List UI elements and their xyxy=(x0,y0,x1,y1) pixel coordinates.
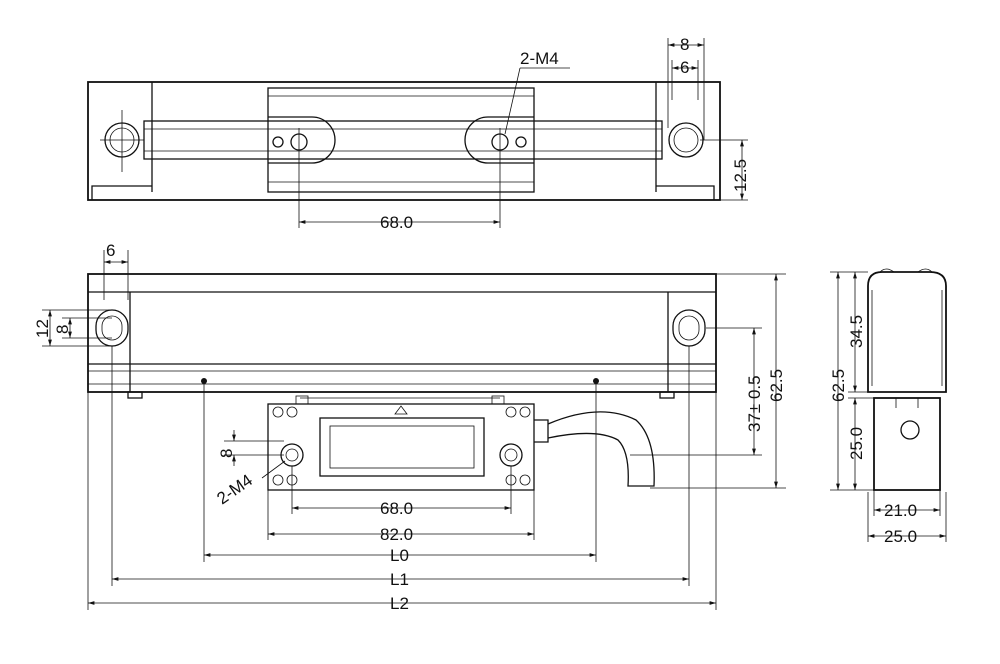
top-dim-outer-width: 8 xyxy=(680,35,689,54)
cable xyxy=(547,411,655,487)
front-dim-L0: L0 xyxy=(390,546,409,565)
top-dim-inner-width: 6 xyxy=(680,58,689,77)
side-dim-total-height: 62.5 xyxy=(829,369,848,402)
side-profile-upper xyxy=(867,271,947,393)
front-dim-end-width: 6 xyxy=(106,241,115,260)
front-dim-L2: L2 xyxy=(390,594,409,613)
top-dim-hole-spacing: 68.0 xyxy=(380,213,413,232)
reader-screws xyxy=(272,406,531,486)
top-thread-callout: 2-M4 xyxy=(520,49,559,68)
top-dim-height: 12.5 xyxy=(731,159,750,192)
side-dim-outer-width: 25.0 xyxy=(884,527,917,546)
reader-arrow-mark xyxy=(394,405,408,415)
front-dim-reader-length: 82.0 xyxy=(380,525,413,544)
slot-left xyxy=(268,116,336,164)
top-view-body xyxy=(87,81,721,201)
front-dim-reader-holes: 68.0 xyxy=(380,499,413,518)
side-dim-inner-width: 21.0 xyxy=(884,501,917,520)
front-dim-reader-hole-offset: 8 xyxy=(217,449,236,458)
end-slot-left xyxy=(95,309,129,347)
reader-head xyxy=(267,403,535,491)
front-dim-slot-outer: 12 xyxy=(33,319,52,338)
front-dim-slot-inner: 8 xyxy=(53,325,72,334)
top-view: 2-M4 68.0 8 6 12.5 xyxy=(87,35,750,232)
front-dim-total-height: 62.5 xyxy=(767,369,786,402)
reader-window xyxy=(319,417,485,477)
side-slot xyxy=(900,420,920,440)
side-view: 62.5 34.5 25.0 21.0 25.0 xyxy=(829,268,947,546)
reader-hole-right xyxy=(499,443,523,467)
side-profile-lower xyxy=(873,397,941,491)
front-dim-center-height: 37± 0.5 xyxy=(745,375,764,432)
slot-right xyxy=(464,116,534,164)
front-view-body xyxy=(87,273,717,393)
side-dim-lower-height: 25.0 xyxy=(847,427,866,460)
ref-mark-left xyxy=(201,378,207,384)
ref-mark-right xyxy=(593,378,599,384)
end-slot-right xyxy=(672,309,706,347)
front-view: 6 12 8 37± 0.5 62.5 xyxy=(33,241,786,613)
front-dim-L1: L1 xyxy=(390,570,409,589)
reader-hole-left xyxy=(280,443,304,467)
front-thread-callout: 2-M4 xyxy=(213,470,256,508)
side-dim-upper-height: 34.5 xyxy=(847,315,866,348)
